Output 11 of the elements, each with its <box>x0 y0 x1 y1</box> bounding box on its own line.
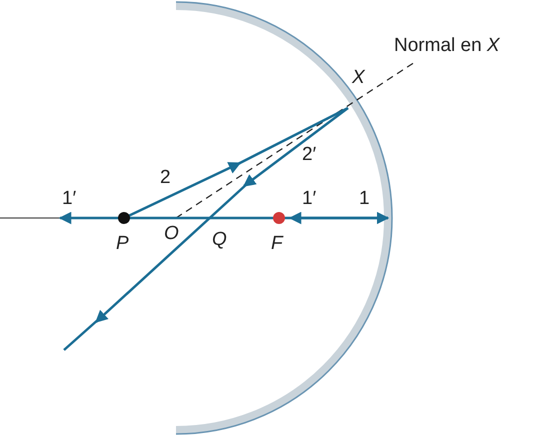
ray-label: 1 <box>359 189 370 208</box>
point-label: P <box>116 234 129 253</box>
point-label: Q <box>212 230 227 249</box>
normal-label: Normal en X <box>394 36 500 55</box>
ray-label: 2 <box>160 168 171 187</box>
ray-label: 1′ <box>62 189 76 208</box>
ray-label: 1′ <box>302 189 316 208</box>
point-label: O <box>164 224 179 243</box>
ray-label: 2′ <box>302 145 316 164</box>
point-label: F <box>271 234 283 253</box>
point-label: X <box>352 68 365 87</box>
